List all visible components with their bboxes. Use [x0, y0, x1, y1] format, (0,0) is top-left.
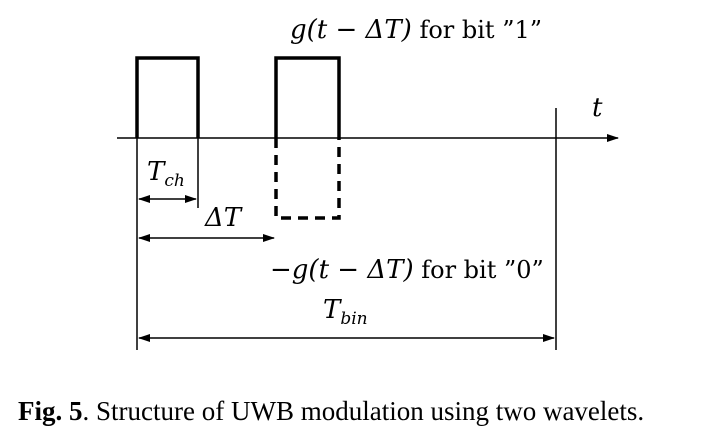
- delta-t-label: ΔT: [204, 203, 243, 233]
- caption-label: Fig. 5: [18, 396, 83, 426]
- negative-pulse-bit0: [274, 138, 341, 220]
- positive-pulse-bit1: [274, 56, 341, 138]
- bit1-pulse-label: g(t − ΔT) for bit ”1”: [290, 15, 542, 45]
- tbin-label: Tbin: [323, 295, 368, 329]
- bit0-pulse-label: −g(t − ΔT) for bit ”0”: [270, 255, 544, 285]
- reference-pulse: [135, 56, 200, 138]
- figure-caption: Fig. 5. Structure of UWB modulation usin…: [18, 396, 644, 426]
- tch-label: Tch: [147, 157, 185, 191]
- caption-text: . Structure of UWB modulation using two …: [83, 396, 645, 426]
- time-axis-label: t: [592, 93, 603, 123]
